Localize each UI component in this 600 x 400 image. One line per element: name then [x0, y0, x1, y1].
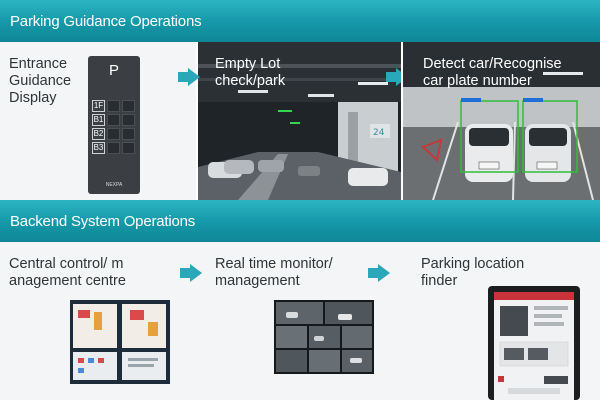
display-header: P: [108, 62, 119, 79]
parking-finder-panel: Parking location finder: [388, 242, 600, 400]
chevron-right-arrow-icon: [386, 68, 401, 86]
board-logo: NEXPA: [105, 182, 123, 188]
camera-grid-screenshot: [274, 300, 374, 374]
floor-row: B3: [92, 142, 136, 154]
central-control-label: Central control/ m anagement centre: [9, 256, 126, 289]
central-control-panel: Central control/ m anagement centre: [0, 242, 202, 400]
parking-guidance-header: Parking Guidance Operations: [0, 0, 600, 42]
control-centre-screenshot: [70, 300, 170, 384]
entrance-display-board: P 1F B1 B2 B3 NEXPA: [88, 56, 140, 194]
floor-badge: 1F: [92, 100, 105, 112]
empty-lot-label: Empty Lot check/park: [215, 56, 286, 89]
empty-lot-panel: 24 Empty Lot check/park: [198, 42, 401, 200]
finder-kiosk: [488, 286, 580, 400]
section-title: Parking Guidance Operations: [10, 12, 202, 30]
floor-badge: B2: [92, 128, 105, 140]
floor-row: B2: [92, 128, 136, 140]
kiosk-screen: [494, 292, 574, 400]
chevron-right-arrow-icon: [368, 264, 390, 282]
chevron-right-arrow-icon: [180, 264, 202, 282]
parking-guidance-row: Entrance Guidance Display P 1F B1 B2 B3: [0, 42, 600, 200]
garage-photo: 24: [198, 42, 401, 200]
detection-photo: [403, 42, 600, 200]
parking-finder-label: Parking location finder: [421, 256, 525, 289]
floor-badge: B3: [92, 142, 105, 154]
car-detection-panel: Detect car/Recognise car plate number: [403, 42, 600, 200]
svg-text:24: 24: [373, 128, 385, 138]
floor-badge: B1: [92, 114, 105, 126]
realtime-monitor-panel: Real time monitor/ management: [198, 242, 390, 400]
car-detection-label: Detect car/Recognise car plate number: [423, 56, 562, 89]
entrance-guidance-label: Entrance Guidance Display: [9, 56, 72, 106]
section-title: Backend System Operations: [10, 212, 196, 230]
floor-row: B1: [92, 114, 136, 126]
chevron-right-arrow-icon: [178, 68, 200, 86]
backend-system-row: Central control/ m anagement centre Real…: [0, 242, 600, 400]
floor-row: 1F: [92, 100, 136, 112]
entrance-guidance-panel: Entrance Guidance Display P 1F B1 B2 B3: [0, 42, 200, 200]
backend-system-header: Backend System Operations: [0, 200, 600, 242]
realtime-monitor-label: Real time monitor/ management: [215, 256, 333, 289]
